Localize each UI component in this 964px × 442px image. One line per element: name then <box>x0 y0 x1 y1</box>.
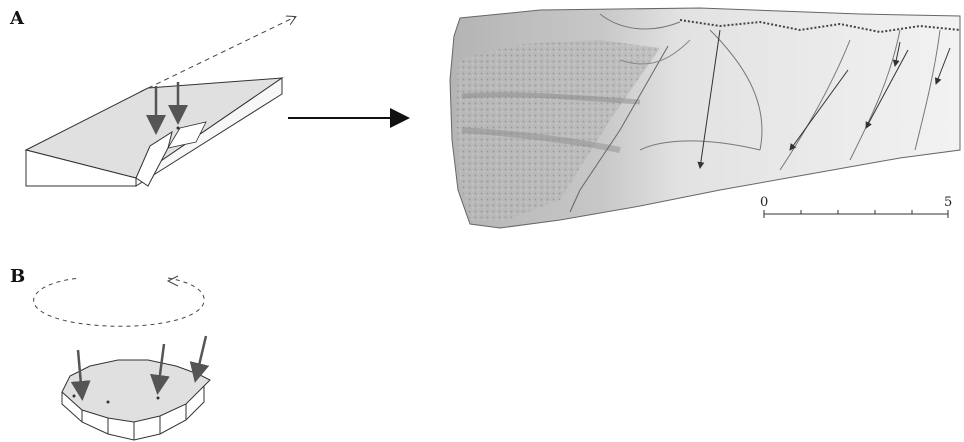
scale-start-label: 0 <box>760 195 768 210</box>
impact-point <box>177 127 180 130</box>
core-block-diagram-a <box>26 17 295 187</box>
scale-bar <box>764 210 948 218</box>
artefact-photo <box>450 8 960 228</box>
scale-end-label: 5 <box>944 195 952 210</box>
dashed-rotation-arrow <box>34 278 205 326</box>
core-cylinder-diagram-b <box>34 276 210 440</box>
blow-arrow-b3 <box>196 336 206 378</box>
